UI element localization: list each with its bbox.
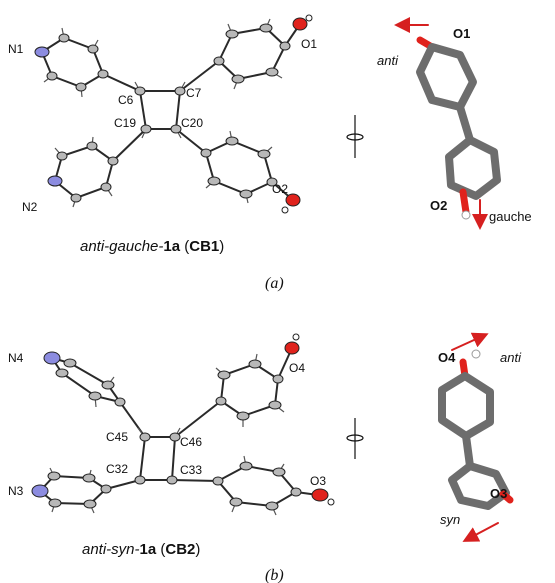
caption-a: anti-gauche-1a (CB1) — [80, 238, 224, 255]
atom-o4 — [284, 341, 300, 355]
label-o4: O4 — [289, 361, 305, 375]
caption-b: anti-syn-1a (CB2) — [82, 541, 200, 558]
side-label-gauche: gauche — [489, 209, 532, 224]
atom-o2 — [285, 193, 301, 207]
label-c19: C19 — [114, 116, 136, 130]
label-n1: N1 — [8, 42, 24, 56]
atom-o1 — [292, 17, 308, 31]
label-o3: O3 — [310, 474, 326, 488]
panel-a-atoms — [34, 14, 313, 214]
label-c32: C32 — [106, 462, 128, 476]
label-o1: O1 — [301, 37, 317, 51]
rotation-axis-icon — [346, 115, 364, 158]
cyclobutane-ring-b — [138, 436, 177, 481]
side-label-anti: anti — [500, 350, 522, 365]
side-label-o2: O2 — [430, 198, 447, 213]
atom-n4 — [43, 351, 61, 365]
panel-a-ortep — [40, 18, 301, 208]
panel-b-atoms — [31, 333, 335, 511]
side-label-anti: anti — [377, 53, 399, 68]
label-c45: C45 — [106, 430, 128, 444]
phenol-ring-o2 — [204, 139, 274, 196]
panel-a-side-labels: O1 anti O2 gauche — [377, 26, 532, 224]
label-c7: C7 — [186, 86, 202, 100]
label-c33: C33 — [180, 463, 202, 477]
panel-b-side-model — [438, 332, 514, 542]
atom-n2 — [47, 175, 63, 187]
label-n4: N4 — [8, 351, 24, 365]
pyridine-ring-n3 — [38, 474, 108, 506]
label-n3: N3 — [8, 484, 24, 498]
side-label-o1: O1 — [453, 26, 470, 41]
cyclobutane-ring-a — [138, 90, 182, 130]
panel-b-side-labels: O4 anti O3 syn — [438, 350, 522, 527]
rotation-axis-icon — [346, 418, 364, 459]
side-label-o4: O4 — [438, 350, 456, 365]
label-n2: N2 — [22, 200, 38, 214]
side-label-syn: syn — [440, 512, 460, 527]
side-label-o3: O3 — [490, 486, 507, 501]
label-c20: C20 — [181, 116, 203, 130]
panel-label-b: (b) — [265, 567, 284, 583]
panel-a-atom-labels: N1 C6 C7 O1 C19 C20 N2 O2 — [8, 37, 317, 214]
panel-label-a: (a) — [265, 275, 284, 292]
atom-n1 — [34, 46, 50, 58]
pyridine-ring-n4 — [49, 356, 123, 404]
panel-b-ortep — [38, 347, 319, 516]
atom-o3 — [311, 488, 329, 502]
label-c46: C46 — [180, 435, 202, 449]
atom-n3 — [31, 484, 49, 498]
panel-a-side-model — [394, 17, 501, 230]
label-c6: C6 — [118, 93, 134, 107]
phenol-ring-o4 — [219, 362, 280, 418]
panel-b-atom-labels: N4 O4 C45 C46 C32 C33 O3 N3 — [8, 351, 326, 498]
label-o2: O2 — [272, 182, 288, 196]
